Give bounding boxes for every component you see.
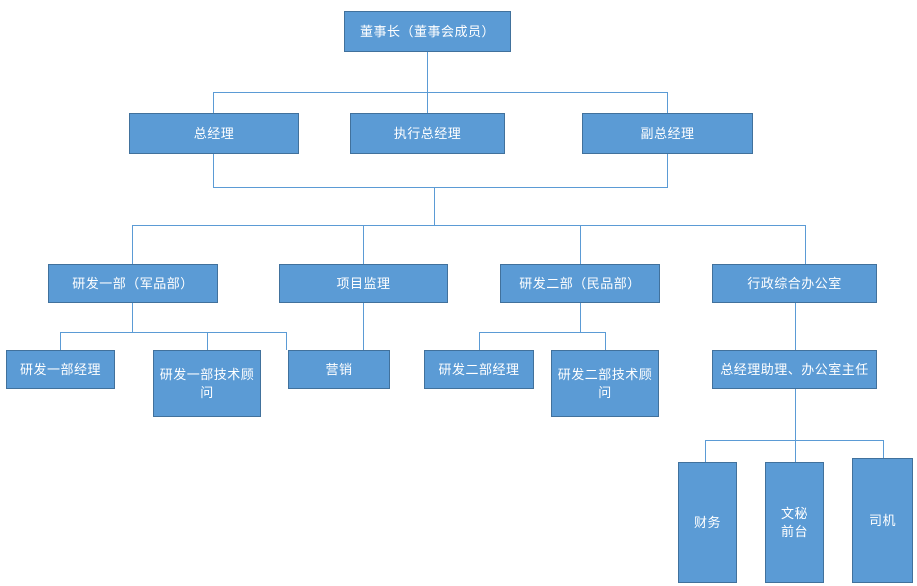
- node-secretary-reception-line1: 文秘: [780, 505, 808, 521]
- connector-gm-down: [213, 154, 214, 187]
- node-project-supervision[interactable]: 项目监理: [279, 264, 448, 303]
- node-general-manager[interactable]: 总经理: [129, 113, 299, 154]
- connector-gm-assistant-down: [795, 389, 796, 440]
- node-admin-office[interactable]: 行政综合办公室: [712, 264, 877, 303]
- node-rd-dept-1[interactable]: 研发一部（军品部）: [48, 264, 218, 303]
- node-rd1-technical-advisor[interactable]: 研发一部技术顾问: [153, 350, 261, 417]
- node-gm-assistant-office-director-label: 总经理助理、办公室主任: [720, 361, 869, 377]
- connector-gm-join-bar: [213, 187, 668, 188]
- connector-drop-rd1-advisor: [207, 332, 208, 350]
- node-secretary-reception[interactable]: 文秘 前台: [765, 462, 824, 583]
- node-rd2-manager[interactable]: 研发二部经理: [424, 350, 534, 389]
- connector-drop-driver: [883, 440, 884, 458]
- node-rd-dept-2-label: 研发二部（民品部）: [519, 275, 641, 291]
- connector-rd1-bar: [60, 332, 286, 333]
- node-finance-label: 财务: [693, 514, 721, 530]
- node-driver-label: 司机: [868, 512, 896, 528]
- connector-drop-gm: [213, 92, 214, 113]
- connector-rd1-down: [132, 303, 133, 332]
- connector-drop-exec-gm: [427, 92, 428, 113]
- node-deputy-general-manager[interactable]: 副总经理: [582, 113, 753, 154]
- connector-level2-bar: [132, 225, 805, 226]
- node-marketing[interactable]: 营销: [288, 350, 390, 389]
- connector-drop-finance: [705, 440, 706, 462]
- connector-supervision-down: [363, 303, 364, 350]
- node-rd1-technical-advisor-label: 研发一部技术顾问: [159, 366, 255, 400]
- node-executive-general-manager-label: 执行总经理: [393, 125, 462, 141]
- node-rd-dept-2[interactable]: 研发二部（民品部）: [500, 264, 660, 303]
- connector-bottom-bar: [705, 440, 883, 441]
- node-chairman[interactable]: 董事长（董事会成员）: [344, 11, 511, 52]
- connector-level2-trunk: [434, 187, 435, 225]
- connector-drop-rd1-manager: [60, 332, 61, 350]
- node-admin-office-label: 行政综合办公室: [747, 275, 842, 291]
- node-driver[interactable]: 司机: [852, 458, 913, 583]
- node-general-manager-label: 总经理: [193, 125, 235, 141]
- node-executive-general-manager[interactable]: 执行总经理: [350, 113, 505, 154]
- node-rd2-technical-advisor[interactable]: 研发二部技术顾问: [551, 350, 659, 417]
- connector-drop-rd2-advisor: [605, 332, 606, 350]
- connector-rd2-bar: [479, 332, 605, 333]
- node-rd-dept-1-label: 研发一部（军品部）: [72, 275, 194, 291]
- connector-drop-rd1: [132, 225, 133, 264]
- connector-rd2-down: [580, 303, 581, 332]
- node-gm-assistant-office-director[interactable]: 总经理助理、办公室主任: [712, 350, 877, 389]
- node-finance[interactable]: 财务: [678, 462, 737, 583]
- node-rd2-manager-label: 研发二部经理: [438, 361, 520, 377]
- node-secretary-reception-line2: 前台: [780, 523, 808, 539]
- node-secretary-reception-label: 文秘 前台: [770, 505, 819, 541]
- connector-drop-admin-office: [805, 225, 806, 264]
- connector-deputy-gm-down: [667, 154, 668, 187]
- connector-drop-secretary: [795, 440, 796, 462]
- connector-drop-marketing-left: [286, 332, 287, 350]
- connector-drop-rd2-manager: [479, 332, 480, 350]
- connector-drop-rd2: [580, 225, 581, 264]
- node-marketing-label: 营销: [325, 361, 353, 377]
- node-rd1-manager[interactable]: 研发一部经理: [6, 350, 115, 389]
- node-rd2-technical-advisor-label: 研发二部技术顾问: [557, 366, 653, 400]
- connector-drop-deputy-gm: [667, 92, 668, 113]
- node-chairman-label: 董事长（董事会成员）: [359, 23, 495, 39]
- connector-chairman-bar: [213, 92, 668, 93]
- node-rd1-manager-label: 研发一部经理: [19, 361, 101, 377]
- node-deputy-general-manager-label: 副总经理: [640, 125, 695, 141]
- connector-admin-office-down: [795, 303, 796, 350]
- node-project-supervision-label: 项目监理: [336, 275, 391, 291]
- connector-chairman-trunk: [427, 52, 428, 92]
- connector-drop-supervision: [363, 225, 364, 264]
